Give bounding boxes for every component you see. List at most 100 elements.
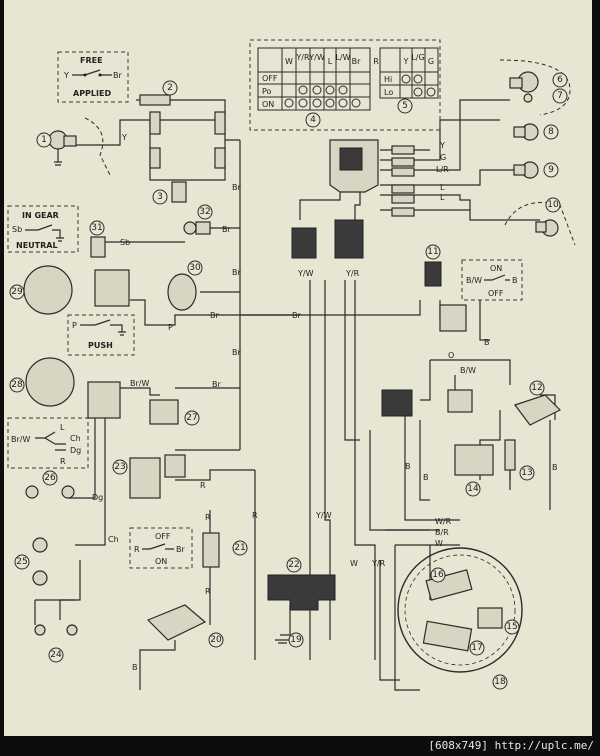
wire-label-b-3: B bbox=[423, 473, 429, 482]
wire-label-b-1: B bbox=[132, 663, 138, 672]
table-main-row-0: OFF bbox=[262, 74, 278, 83]
callout-31: 31 bbox=[89, 220, 105, 236]
switch-off-label: OFF bbox=[155, 532, 171, 541]
callout-2: 2 bbox=[162, 80, 178, 96]
wire-label-br-6: Br bbox=[292, 311, 301, 320]
component-6-bulb bbox=[509, 71, 539, 103]
switch-horn: Br/W L Ch Dg R bbox=[11, 423, 81, 466]
svg-text:26: 26 bbox=[44, 473, 56, 483]
switch-ignition: ON B/W B OFF bbox=[466, 264, 518, 298]
component-27-relay bbox=[149, 399, 179, 425]
switch-gear-sb: Sb bbox=[12, 225, 22, 234]
component-1-bulb bbox=[48, 130, 77, 166]
switch-horn-ch: Ch bbox=[70, 434, 81, 443]
callout-10: 10 bbox=[545, 197, 561, 213]
switch-ign-b: B bbox=[512, 276, 518, 285]
svg-text:19: 19 bbox=[290, 635, 302, 645]
callout-18: 18 bbox=[492, 674, 508, 690]
table-main-header-4: L/W bbox=[335, 53, 350, 62]
wire-label-br-5: Br bbox=[210, 311, 219, 320]
svg-text:16: 16 bbox=[432, 570, 444, 580]
switch-table-main: W Y/R Y/W L L/W Br R OFF Po ON bbox=[249, 39, 441, 131]
component-23-horn bbox=[129, 454, 186, 499]
callouts: 1 2 3 4 5 6 7 8 9 10 11 12 13 14 15 16 1… bbox=[9, 72, 568, 690]
svg-text:30: 30 bbox=[189, 263, 201, 273]
switch-push-state: PUSH bbox=[88, 341, 113, 350]
svg-text:3: 3 bbox=[157, 192, 163, 202]
switch-horn-dg: Dg bbox=[70, 446, 81, 455]
callout-21: 21 bbox=[232, 540, 248, 556]
callout-20: 20 bbox=[208, 632, 224, 648]
component-14-unit bbox=[381, 389, 494, 476]
wire-label-br-4: Br bbox=[222, 225, 231, 234]
svg-text:10: 10 bbox=[547, 200, 559, 210]
wire-label-yr-2: Y/R bbox=[371, 559, 386, 568]
component-26-lights bbox=[25, 485, 75, 499]
svg-text:8: 8 bbox=[548, 127, 554, 137]
component-19-ground bbox=[275, 639, 290, 644]
svg-text:13: 13 bbox=[521, 468, 532, 478]
component-2-plug bbox=[136, 94, 171, 106]
switch-gear-state: NEUTRAL bbox=[16, 241, 58, 250]
switch-horn-r: R bbox=[60, 457, 66, 466]
table-main-row-2: ON bbox=[262, 100, 274, 109]
svg-text:22: 22 bbox=[288, 560, 299, 570]
callout-3: 3 bbox=[152, 189, 168, 205]
wire-label-r-2: R bbox=[205, 513, 211, 522]
svg-text:20: 20 bbox=[210, 635, 222, 645]
wire-label-br-1: Br bbox=[232, 183, 241, 192]
wire-label-l-1: L bbox=[440, 183, 445, 192]
wire-label-b-5: B bbox=[405, 462, 411, 471]
component-12-coil bbox=[514, 394, 562, 426]
wire-label-yw-2: Y/W bbox=[315, 511, 332, 520]
callout-25: 25 bbox=[14, 554, 30, 570]
callout-27: 27 bbox=[184, 410, 200, 426]
table-dimmer-header-2: G bbox=[428, 57, 434, 66]
table-main-header-0: W bbox=[285, 57, 293, 66]
svg-text:9: 9 bbox=[548, 165, 554, 175]
svg-text:32: 32 bbox=[199, 207, 210, 217]
switch-horn-brw: Br/W bbox=[11, 435, 30, 444]
callout-8: 8 bbox=[543, 124, 559, 140]
switch-free-state: APPLIED bbox=[73, 89, 111, 98]
component-32-connector bbox=[183, 221, 211, 235]
table-main-header-2: Y/W bbox=[308, 53, 325, 62]
switch-off-br: Br bbox=[176, 545, 185, 554]
table-dimmer-header-0: Y bbox=[403, 57, 409, 66]
switch-in-gear: IN GEAR Sb NEUTRAL bbox=[12, 211, 64, 250]
svg-text:4: 4 bbox=[310, 115, 316, 125]
switch-off-r: R bbox=[134, 545, 140, 554]
svg-text:2: 2 bbox=[167, 83, 173, 93]
callout-7: 7 bbox=[552, 88, 568, 104]
svg-text:5: 5 bbox=[402, 101, 408, 111]
component-3-fuses bbox=[149, 111, 226, 203]
switch-gear-title: IN GEAR bbox=[22, 211, 59, 220]
component-10-bulb bbox=[535, 219, 559, 237]
wire-label-sb: Sb bbox=[120, 238, 130, 247]
callout-16: 16 bbox=[430, 567, 446, 583]
svg-text:7: 7 bbox=[557, 91, 563, 101]
svg-text:24: 24 bbox=[50, 650, 62, 660]
wire-label-b-4: B bbox=[552, 463, 558, 472]
callout-30: 30 bbox=[187, 260, 203, 276]
wire-label-w-2: W bbox=[435, 539, 443, 548]
callout-32: 32 bbox=[197, 204, 213, 220]
component-31-neutral bbox=[90, 236, 106, 258]
switch-push-p: P bbox=[72, 321, 77, 330]
svg-text:15: 15 bbox=[506, 622, 517, 632]
wire-label-bw: B/W bbox=[460, 366, 476, 375]
callout-28: 28 bbox=[9, 377, 25, 393]
wire-label-o: O bbox=[448, 351, 454, 360]
callout-4: 4 bbox=[305, 112, 321, 128]
wire-labels: Y Br Br Br Br Br Br Br Sb P Y/W Y/R Br/W… bbox=[92, 133, 558, 672]
table-main-header-1: Y/R bbox=[295, 53, 310, 62]
wire-label-p: P bbox=[168, 323, 173, 332]
switch-ign-on: ON bbox=[490, 264, 502, 273]
wire-label-ch: Ch bbox=[108, 535, 119, 544]
svg-text:18: 18 bbox=[494, 677, 506, 687]
connector-left bbox=[291, 227, 317, 259]
switch-free-applied: FREE Y Br APPLIED bbox=[63, 56, 122, 98]
wire-plugs bbox=[391, 145, 415, 217]
